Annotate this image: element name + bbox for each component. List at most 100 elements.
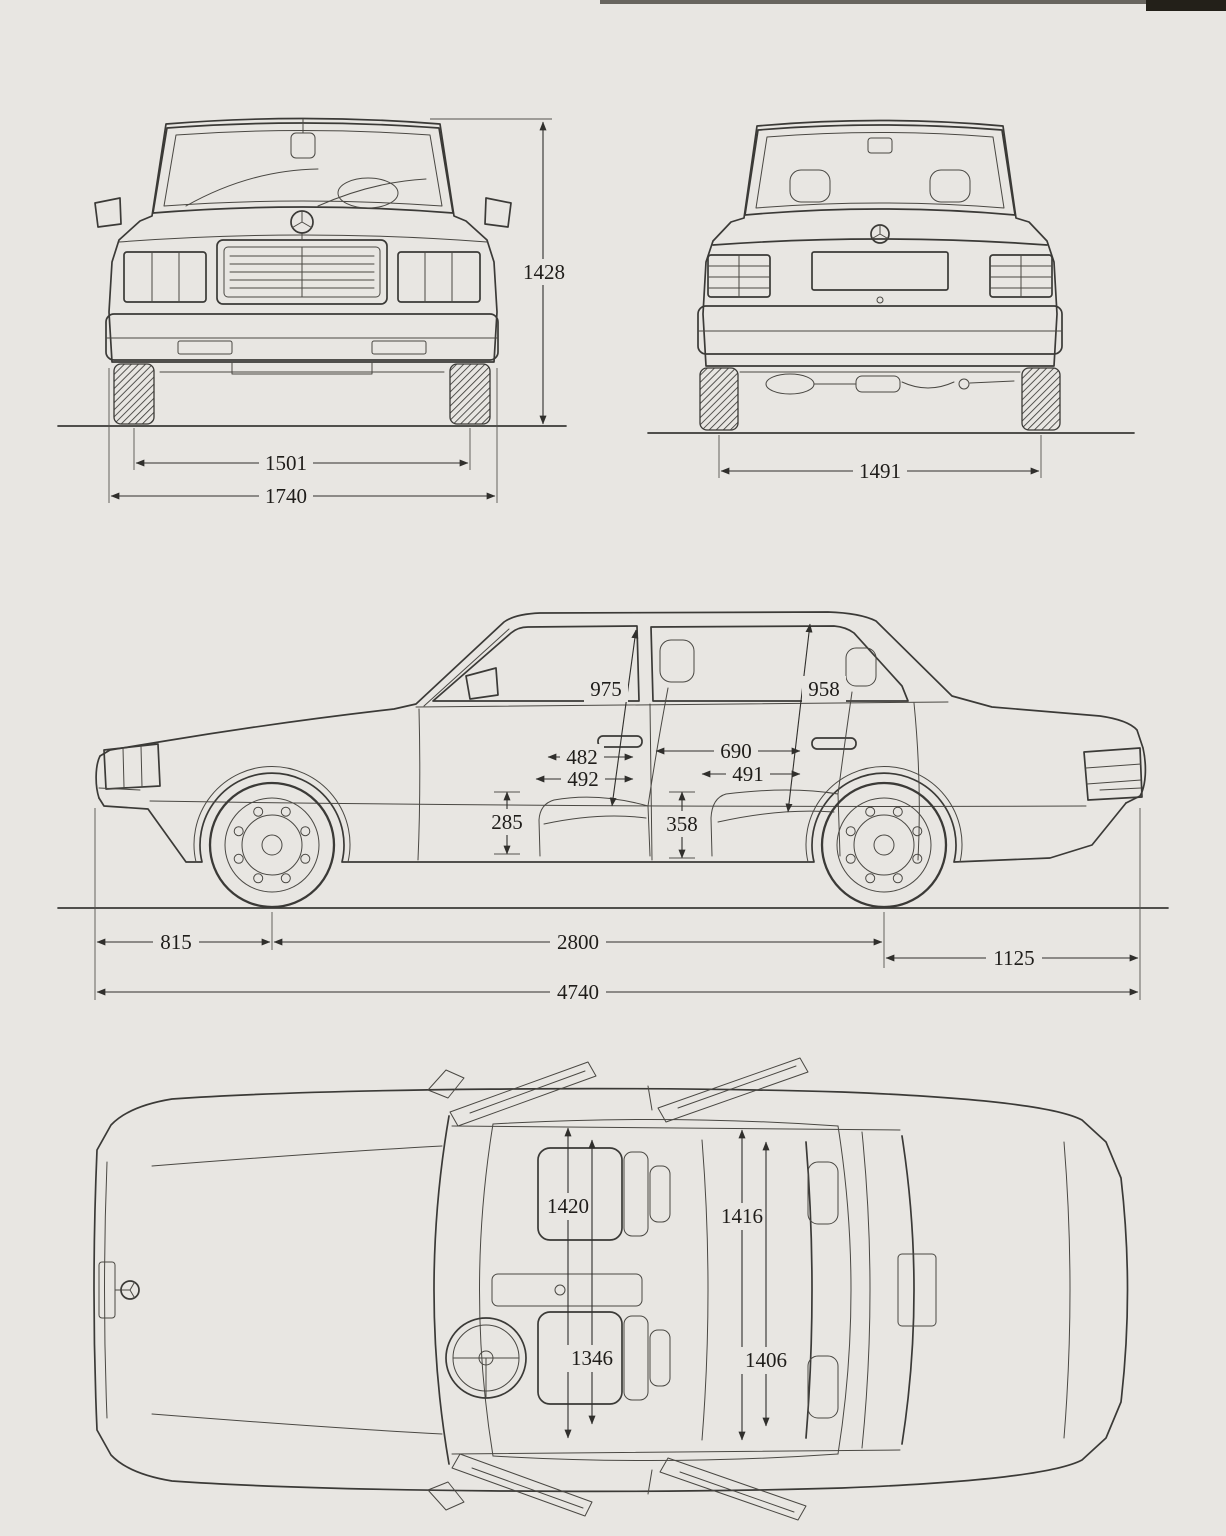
side-lower-dimensions: 815 2800 1125 4740: [94, 808, 1141, 1005]
open-doors: [449, 1057, 809, 1521]
trunk-lock: [876, 296, 884, 304]
side-taillight: [1083, 747, 1143, 801]
dimension-front-sill-height: 285: [485, 791, 529, 855]
front-windshield-inner: [163, 130, 443, 207]
dim-label-rear-overhang: 1125: [993, 946, 1034, 970]
side-body-outline: [95, 611, 1147, 804]
front-door-shutline: [417, 708, 421, 861]
trunk-detail: [897, 1253, 937, 1327]
dim-label-rear-aperture-upper: 690: [720, 739, 752, 763]
right-headlight: [397, 251, 481, 303]
side-rear-wheel: [820, 781, 948, 909]
rear-window: [744, 124, 1016, 216]
dimension-overall-length: 4740: [96, 979, 1139, 1005]
rear-door-handle: [811, 737, 857, 750]
top-body-outline: [93, 1087, 1129, 1493]
steering-wheel: [445, 1317, 527, 1399]
dim-label-rear-entry-height: 958: [808, 677, 840, 701]
front-windshield: [152, 122, 454, 214]
front-view-wheels: [113, 361, 491, 425]
rear-right-headrest: [929, 169, 971, 203]
dim-label-overall-length: 4740: [557, 980, 599, 1004]
roof-side-bottom: [492, 1453, 839, 1462]
front-view: 1428 1501 1740: [57, 117, 571, 509]
roof-rear-edge: [837, 1125, 852, 1455]
trunk-lid-edge: [712, 238, 1048, 246]
front-bumper-edge: [98, 787, 141, 791]
scan-corner-artifact: [1146, 0, 1226, 11]
side-headlight: [103, 743, 161, 790]
front-arch-lip: [193, 766, 351, 863]
rear-bumper-edge: [1099, 787, 1142, 791]
side-mirror: [465, 667, 499, 700]
windshield-base: [433, 1115, 450, 1465]
dimension-front-entry-height: 975: [584, 629, 639, 807]
rear-view-right-wheel: [1021, 367, 1061, 431]
dim-label-rear-sill-height: 358: [666, 812, 698, 836]
dimension-rear-seat-width: 1406: [739, 1141, 793, 1427]
front-passenger-seat: [537, 1147, 671, 1241]
dimension-rear-overhang: 1125: [885, 945, 1139, 971]
dim-label-front-width: 1740: [265, 484, 307, 508]
windshield-inner-line: [423, 628, 510, 707]
mercedes-star-icon: [870, 224, 890, 244]
hood-crease-bottom: [151, 1413, 443, 1435]
dimension-front-aperture-upper: 482: [547, 744, 634, 770]
wiper-left: [185, 168, 319, 207]
center-console: [491, 1273, 643, 1307]
dim-label-front-height: 1428: [523, 260, 565, 284]
rear-door-shutline: [913, 702, 920, 861]
dimension-front-overhang: 815: [96, 929, 271, 955]
dim-label-front-interior-width: 1420: [547, 1194, 589, 1218]
rear-interior-mirror: [867, 137, 893, 154]
top-view: 1420 1346 1416 1406: [93, 1057, 1129, 1521]
dimension-wheelbase: 2800: [273, 929, 883, 955]
wiper-right: [317, 178, 427, 207]
rear-underbody-detail: [739, 371, 1021, 395]
b-pillar-top: [647, 1085, 653, 1111]
door-sill-top: [451, 1125, 901, 1131]
dim-label-front-aperture-lower: 492: [567, 767, 599, 791]
right-side-mirror: [484, 197, 512, 228]
hood-front-edge: [118, 234, 488, 243]
dimension-front-width: 1740: [108, 368, 498, 509]
dim-label-rear-seat-width: 1406: [745, 1348, 787, 1372]
beltline: [415, 701, 949, 708]
dimension-front-height: 1428: [430, 118, 571, 425]
dimension-front-aperture-lower: 492: [535, 766, 634, 792]
front-body-outline: [108, 117, 498, 363]
front-bumper-inner: [104, 1161, 108, 1419]
door-sill-bottom: [451, 1449, 901, 1455]
dimension-rear-aperture-upper: 690: [655, 738, 801, 764]
scan-edge-artifact: [600, 0, 1226, 4]
mercedes-star-icon: [120, 1280, 140, 1300]
dimension-rear-track: 1491: [718, 435, 1042, 484]
top-mirror-lower: [427, 1481, 465, 1511]
rear-bench: [701, 1139, 839, 1441]
roof-front-edge: [479, 1123, 494, 1457]
driver-seat: [537, 1311, 671, 1405]
dimension-front-interior-width: 1420: [541, 1127, 595, 1439]
dim-label-front-track: 1501: [265, 451, 307, 475]
dimension-rear-sill-height: 358: [660, 791, 704, 859]
dim-label-front-overhang: 815: [160, 930, 192, 954]
rear-view-left-wheel: [699, 367, 739, 431]
dim-label-rear-track: 1491: [859, 459, 901, 483]
roof-side-top: [492, 1118, 839, 1127]
dim-label-front-aperture-upper: 482: [566, 745, 598, 769]
rear-side-window: [650, 625, 909, 702]
left-headlight: [123, 251, 207, 303]
side-view: 975 958 482 690 492 491: [57, 611, 1169, 1005]
side-lower-outline: [98, 772, 1127, 863]
dim-label-rear-aperture-lower: 491: [732, 762, 764, 786]
rear-bumper: [697, 305, 1063, 355]
right-taillight: [989, 254, 1053, 298]
top-mirror-upper: [427, 1069, 465, 1099]
dim-label-rear-interior-width: 1416: [721, 1204, 763, 1228]
front-side-window: [432, 625, 640, 702]
trunk-crease: [1063, 1141, 1071, 1439]
hood-crease-top: [151, 1145, 443, 1167]
dimension-rear-aperture-lower: 491: [701, 761, 801, 787]
